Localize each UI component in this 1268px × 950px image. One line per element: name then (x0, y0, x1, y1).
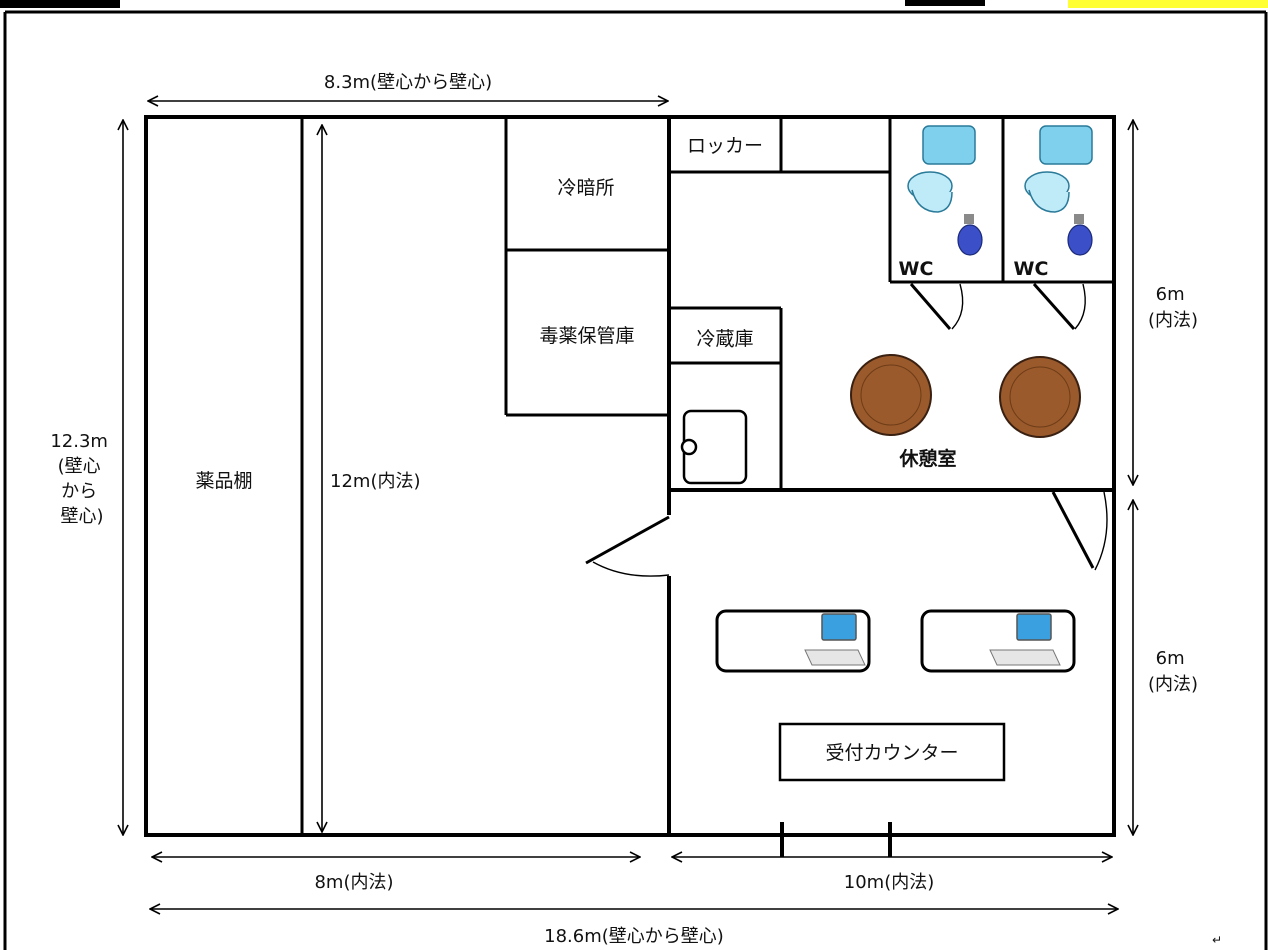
label-rest-room: 休憩室 (898, 447, 956, 470)
computer-icon (1016, 613, 1052, 641)
label-right-upper-1: 6m (1156, 284, 1185, 305)
label-bottom-total: 18.6m(壁心から壁心) (544, 926, 724, 947)
label-left-height-1: 12.3m (50, 431, 108, 452)
desk-left (715, 609, 871, 673)
label-locker: ロッカー (687, 135, 763, 157)
label-left-height-3: から (61, 481, 97, 502)
label-right-upper: 6m (内法) (1148, 284, 1198, 331)
top-crop-mark-mid (905, 0, 985, 6)
return-mark: ↵ (1212, 933, 1222, 947)
door-wc-left-swing (951, 283, 964, 330)
label-wc-left: WC (899, 258, 934, 280)
desk-right (920, 609, 1076, 673)
label-top-width: 8.3m(壁心から壁心) (324, 72, 492, 93)
label-inner-height: 12m(内法) (330, 471, 420, 492)
doors (585, 283, 1108, 577)
label-refrigerator: 冷蔵庫 (696, 328, 753, 350)
top-crop-mark-left (0, 0, 120, 8)
label-left-height: 12.3m (壁心 から 壁心) (50, 431, 113, 527)
label-reception: 受付カウンター (825, 742, 958, 764)
label-bottom-left: 8m(内法) (314, 872, 393, 893)
label-left-height-4: 壁心) (60, 506, 103, 527)
reception-counter (778, 722, 1006, 782)
refrigerator-unit (680, 409, 748, 485)
rest-table-left (850, 354, 932, 436)
label-right-upper-2: (内法) (1148, 310, 1198, 331)
label-cool-dark: 冷暗所 (557, 177, 614, 199)
computer-icon (821, 613, 857, 641)
outer-wall (144, 115, 1116, 837)
dimension-lines (123, 101, 1133, 909)
label-wc-right: WC (1014, 258, 1049, 280)
door-wc-left-leaf (909, 283, 952, 330)
label-right-lower: 6m (内法) (1148, 648, 1198, 695)
door-wc-right-swing (1074, 283, 1086, 330)
door-rest-leaf (1051, 491, 1095, 569)
door-main-leaf (585, 515, 670, 565)
walls (144, 115, 1116, 857)
door-wc-right-leaf (1032, 283, 1076, 330)
label-bottom-right: 10m(内法) (844, 872, 934, 893)
door-main-swing (592, 561, 670, 577)
label-shelf: 薬品棚 (195, 470, 252, 492)
page-frame (3, 10, 1268, 950)
toilet-left (907, 125, 983, 256)
toilet-right (1024, 125, 1093, 256)
label-right-lower-2: (内法) (1148, 674, 1198, 695)
label-poison-storage: 毒薬保管庫 (539, 325, 634, 347)
label-left-height-2: (壁心 (58, 456, 101, 477)
rest-table-right (999, 356, 1081, 438)
door-rest-swing (1094, 491, 1108, 571)
label-right-lower-1: 6m (1156, 648, 1185, 669)
top-highlight (1068, 0, 1268, 8)
